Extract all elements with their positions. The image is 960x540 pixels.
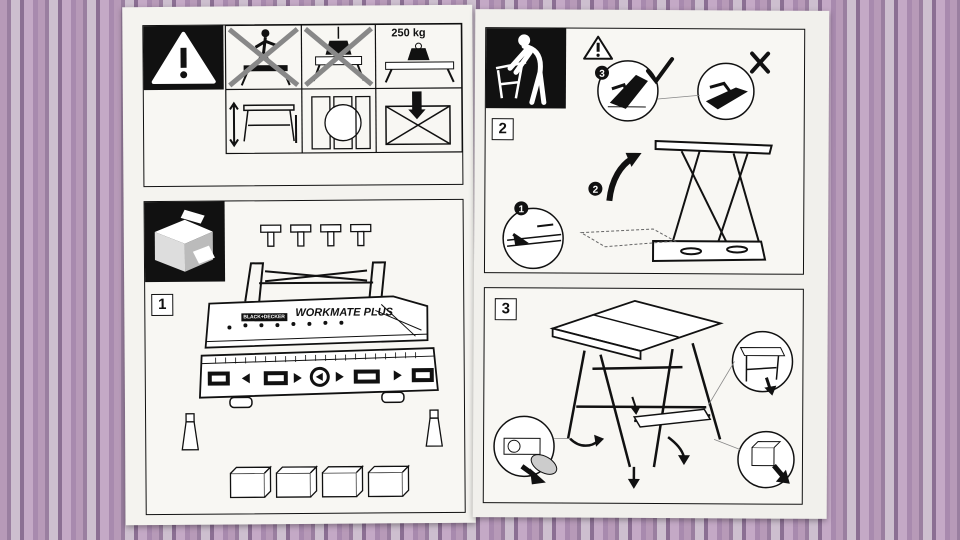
callout-2: 2	[593, 185, 599, 196]
top-board	[204, 295, 429, 349]
leg-lock-detail	[731, 330, 794, 393]
latch-detail	[502, 207, 564, 270]
brand-label: BLACK+DECKER	[241, 313, 287, 322]
no-lifting-icon	[303, 26, 374, 87]
tick-marks	[215, 352, 417, 364]
clamp-pegs	[260, 223, 372, 247]
no-standing-icon	[227, 27, 300, 88]
callout-3: 3	[599, 69, 605, 80]
foot-caps	[229, 464, 410, 499]
bench-top	[549, 299, 724, 361]
height-adjust-icon	[229, 101, 298, 148]
boards-icon	[311, 95, 371, 150]
finished-bench-diagram	[493, 299, 795, 489]
checkmark-icon	[646, 57, 675, 85]
incorrect-detail	[697, 62, 755, 121]
bench-legs	[566, 342, 722, 468]
feet-parts	[181, 409, 444, 451]
leg-arrows	[569, 396, 690, 489]
step3-panel: 3	[482, 287, 804, 505]
cross-icon	[750, 51, 771, 74]
callout-1: 1	[518, 204, 524, 215]
clamp-warning-icon	[385, 91, 451, 146]
workmate-side-view	[652, 139, 773, 263]
unfold-arrow	[606, 156, 634, 202]
left-page: 250 kg 1	[122, 4, 476, 526]
warning-grid	[224, 23, 463, 155]
max-load-label: 250 kg	[391, 27, 426, 40]
max-load-icon	[384, 42, 455, 83]
workmate-assembly-diagram	[181, 223, 444, 499]
step1-panel: 1	[143, 198, 466, 516]
warning-icon	[143, 25, 224, 91]
model-label: WORKMATE PLUS	[295, 306, 393, 319]
step2-panel: 2 3	[483, 27, 806, 275]
unpack-icon	[144, 201, 226, 283]
warning-triangle-icon	[583, 35, 614, 60]
model-name: WORKMATE	[295, 306, 361, 320]
warning-panel: 250 kg	[142, 22, 464, 188]
unfold-diagram: 3 2	[502, 35, 773, 270]
model-variant: PLUS	[363, 306, 393, 319]
right-page: 2 3	[472, 9, 830, 519]
person-carrying-icon	[485, 28, 567, 109]
